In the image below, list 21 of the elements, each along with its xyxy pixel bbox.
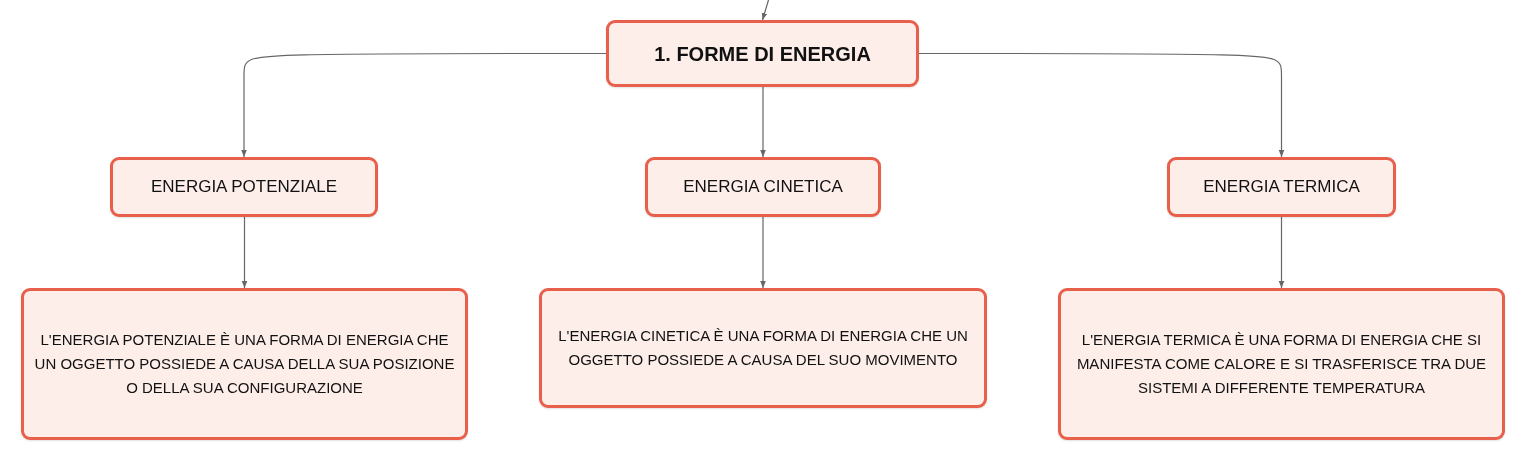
concept-label: ENERGIA TERMICA — [1203, 176, 1360, 199]
connector-arrow — [241, 52, 607, 158]
description-text: L'ENERGIA TERMICA È UNA FORMA DI ENERGIA CHE SI MANIFESTA COME CALORE E SI TRASFERISCE TRA DUE SISTEMI A DIFFERENTE TEMPERATURA — [1075, 330, 1488, 398]
connector-arrow — [760, 216, 766, 289]
description-box — [1058, 288, 1505, 440]
connector-arrow — [918, 52, 1285, 158]
concept-label: ENERGIA CINETICA — [683, 176, 843, 199]
connector-arrow — [761, 0, 770, 21]
description-text: L'ENERGIA POTENZIALE È UNA FORMA DI ENERGIA CHE UN OGGETTO POSSIEDE A CAUSA DELLA SUA POSIZIONE O DELLA SUA CONFIGURAZIONE — [34, 330, 455, 398]
connector-arrow — [1278, 216, 1285, 289]
description-box — [21, 288, 468, 440]
topic-box — [606, 20, 919, 87]
connector-arrow — [241, 216, 248, 289]
concept-label: ENERGIA POTENZIALE — [150, 176, 338, 199]
concept-box — [645, 157, 881, 217]
concept-box — [110, 157, 378, 217]
description-text: L'ENERGIA CINETICA È UNA FORMA DI ENERGIA CHE UN OGGETTO POSSIEDE A CAUSA DEL SUO MOVIMENTO — [557, 326, 969, 370]
description-box — [539, 288, 987, 408]
concept-label: 1. FORME DI ENERGIA — [654, 41, 871, 67]
concept-box — [1167, 157, 1396, 217]
connector-arrow — [760, 86, 766, 158]
